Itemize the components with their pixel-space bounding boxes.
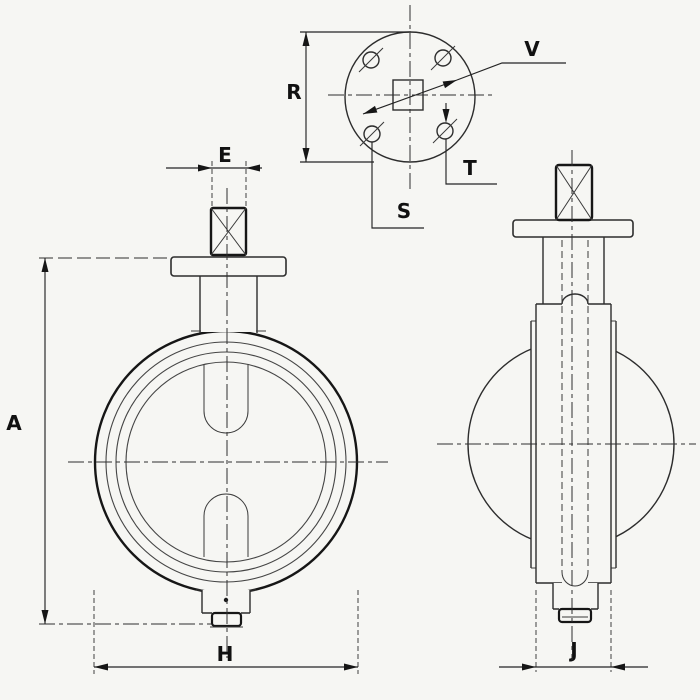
arrowhead xyxy=(246,164,260,172)
dim-label-H: H xyxy=(217,642,234,666)
dim-label-J: J xyxy=(568,638,577,662)
stem-square-cross xyxy=(210,207,247,256)
top-flange xyxy=(170,256,287,277)
dimension-E: E xyxy=(166,143,262,206)
dimension-V: V xyxy=(362,37,566,115)
arrowhead xyxy=(522,663,536,671)
arrowhead xyxy=(41,610,49,624)
bottom-cap xyxy=(557,607,593,624)
dim-label-R: R xyxy=(286,80,301,104)
dim-label-E: E xyxy=(218,143,232,167)
dimension-J: J xyxy=(499,590,648,672)
top-flange xyxy=(512,219,634,238)
dimension-R: R xyxy=(286,31,411,163)
bolt-hole-bottom-right xyxy=(432,118,458,144)
boss-center-dot xyxy=(223,597,229,603)
stem-square-cross xyxy=(555,164,593,221)
bolt-hole-top-left xyxy=(358,47,384,73)
lower-hub-boss xyxy=(203,493,249,557)
dim-label-T: T xyxy=(463,156,477,180)
neck-edges xyxy=(542,237,605,304)
arrowhead xyxy=(41,258,49,272)
dim-label-A: A xyxy=(6,411,22,435)
dimension-T: T xyxy=(442,103,497,185)
top-view-flange: R V T S xyxy=(286,5,566,229)
bottom-boss-sides xyxy=(552,583,599,609)
body-column-fill xyxy=(531,305,616,583)
side-view: J xyxy=(437,150,696,672)
arrowhead xyxy=(302,148,310,162)
dimension-H: H xyxy=(93,590,359,674)
arrowhead xyxy=(442,80,457,89)
dim-label-V: V xyxy=(524,37,540,61)
arrowhead xyxy=(302,32,310,46)
arrowhead xyxy=(344,663,358,671)
arrowhead xyxy=(611,663,625,671)
front-view: E A H xyxy=(6,143,388,674)
arrowhead xyxy=(363,105,378,114)
neck-fill xyxy=(201,277,256,332)
bottom-boss-fill xyxy=(553,583,598,609)
upper-hub-boss xyxy=(203,364,249,434)
body-ring xyxy=(105,341,347,583)
stem-bore-hidden-lines xyxy=(561,240,589,572)
dimension-S: S xyxy=(371,142,424,229)
arrowhead xyxy=(198,164,212,172)
stem-bore-bottom-dome xyxy=(561,571,589,587)
bottom-boss-sides xyxy=(201,590,251,613)
arrowhead xyxy=(442,109,450,123)
stem-dome-bump xyxy=(561,293,589,305)
dimension-A: A xyxy=(6,257,212,625)
dim-label-S: S xyxy=(397,199,411,223)
arrowhead xyxy=(94,663,108,671)
bolt-hole-top-right xyxy=(430,45,456,71)
